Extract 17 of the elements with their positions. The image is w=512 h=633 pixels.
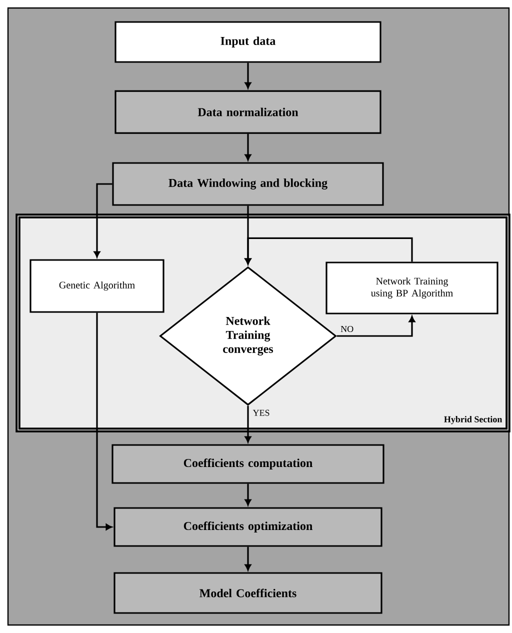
arrow [244, 134, 252, 160]
arrow [244, 484, 252, 506]
process-box: Coefficients computation [112, 444, 384, 484]
arrow [244, 237, 413, 264]
process-box: Network Training using BP Algorithm [326, 262, 498, 314]
process-box: Model Coefficients [114, 572, 382, 614]
process-box: Data normalization [114, 90, 382, 134]
arrow [244, 546, 252, 570]
arrow [244, 406, 252, 442]
arrow [336, 316, 416, 337]
arrow [244, 62, 252, 88]
process-box: Input data [114, 21, 382, 63]
process-box: Coefficients optimization [114, 507, 382, 547]
process-box: Data Windowing and blocking [112, 162, 384, 206]
arrow [94, 183, 112, 258]
process-box: Genetic Algorithm [30, 259, 164, 313]
arrow [96, 312, 112, 530]
